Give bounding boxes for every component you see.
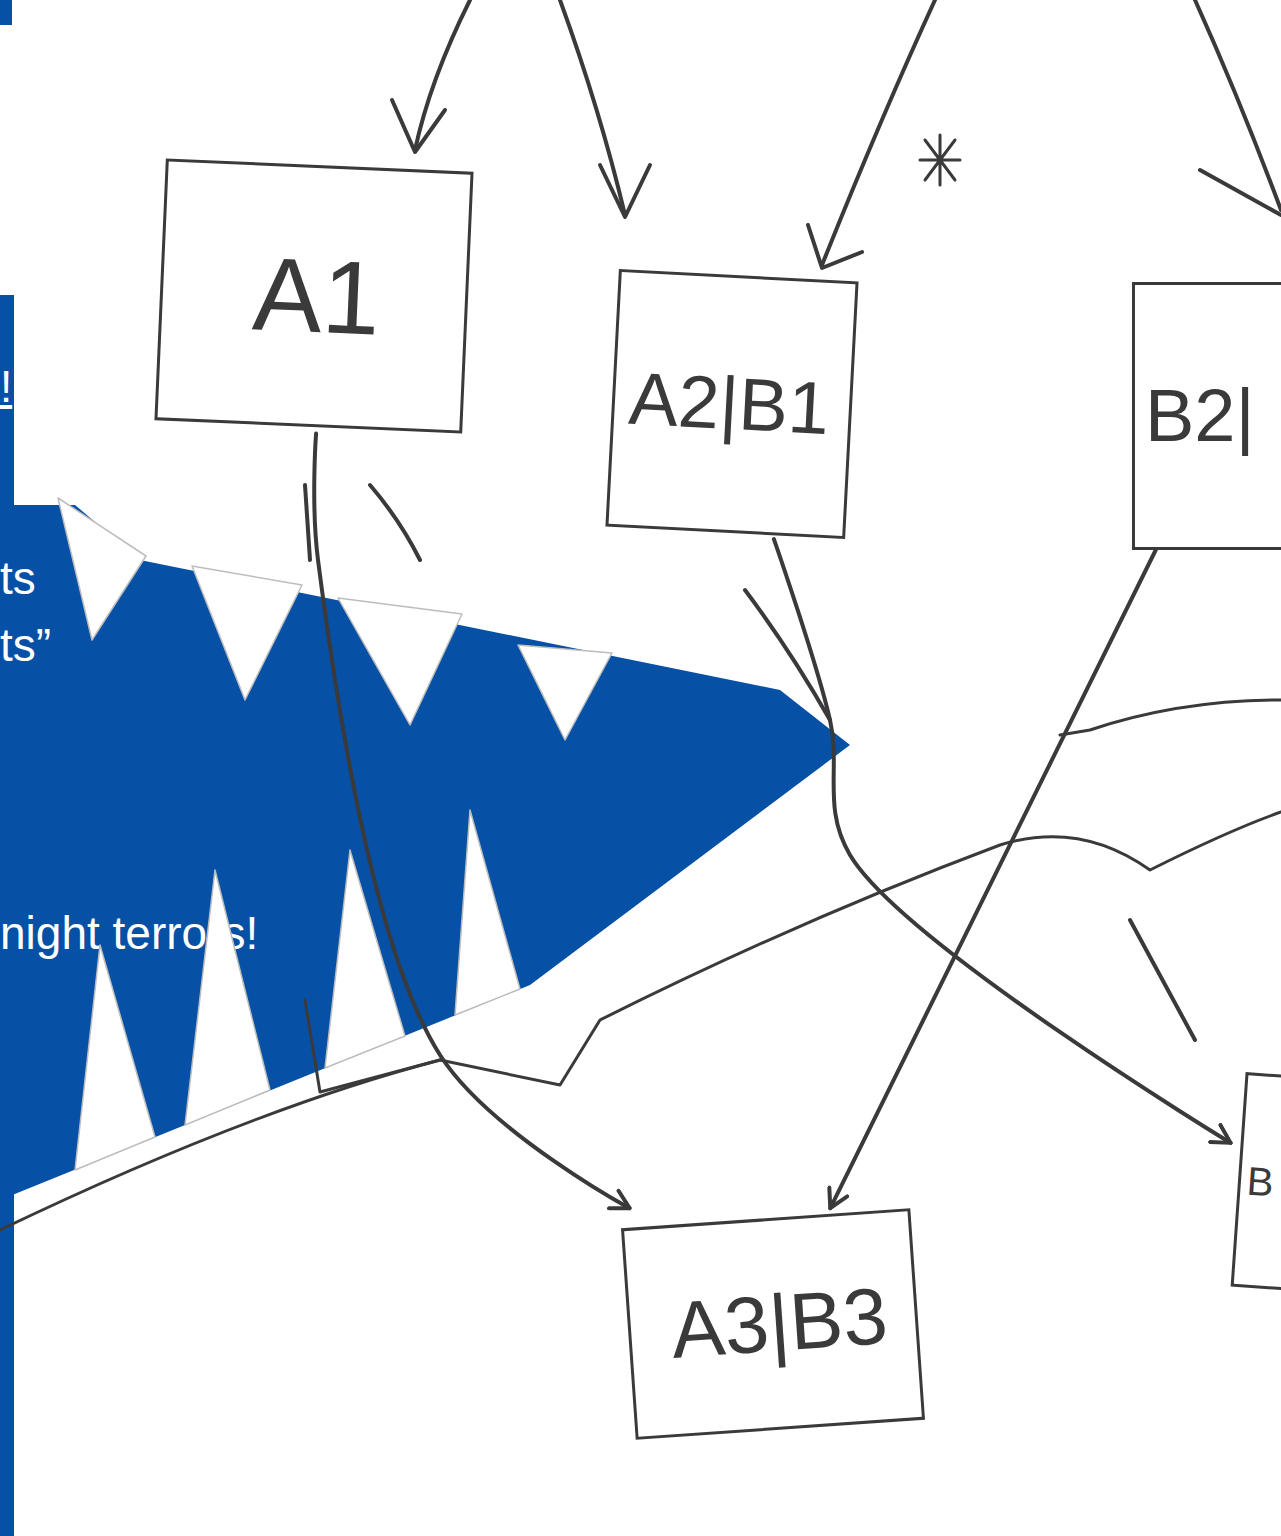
shark-mouth — [0, 505, 850, 1200]
incoming-arrow — [822, 0, 935, 265]
incoming-arrow — [560, 0, 625, 215]
connector-arrow — [774, 539, 1231, 1143]
process-box: B — [1231, 1072, 1281, 1293]
connector-arrow — [830, 550, 1155, 1208]
hand-line — [0, 812, 1281, 1230]
tooth — [518, 645, 612, 740]
incoming-arrow — [415, 0, 470, 150]
connector-arrow — [314, 434, 629, 1209]
tooth — [75, 945, 155, 1170]
arrow-head — [600, 165, 650, 217]
tooth — [192, 566, 302, 700]
tooth — [58, 498, 146, 640]
hand-line — [1060, 700, 1281, 735]
incoming-arrow — [1195, 0, 1281, 210]
hand-line — [370, 485, 420, 560]
process-box: A1 — [154, 158, 473, 433]
hand-line — [1130, 920, 1195, 1040]
tooth — [325, 850, 405, 1068]
hand-line — [745, 590, 830, 720]
arrow-head — [808, 225, 862, 268]
box-label: A3|B3 — [668, 1276, 890, 1371]
arrow-head — [1200, 170, 1281, 215]
tooth — [185, 870, 270, 1125]
process-box: A3|B3 — [621, 1208, 925, 1440]
arrow-head — [392, 100, 445, 152]
process-box: B2| — [1132, 282, 1281, 550]
tooth — [338, 598, 462, 725]
box-label: A1 — [251, 241, 383, 350]
process-box: A2|B1 — [605, 269, 858, 539]
hand-line — [305, 485, 310, 560]
slide-edge — [0, 0, 12, 25]
box-label: A2|B1 — [627, 362, 831, 446]
box-label: B2| — [1145, 379, 1255, 453]
star-mark — [920, 135, 960, 185]
box-label: B — [1246, 1160, 1275, 1202]
tooth — [455, 810, 520, 1015]
